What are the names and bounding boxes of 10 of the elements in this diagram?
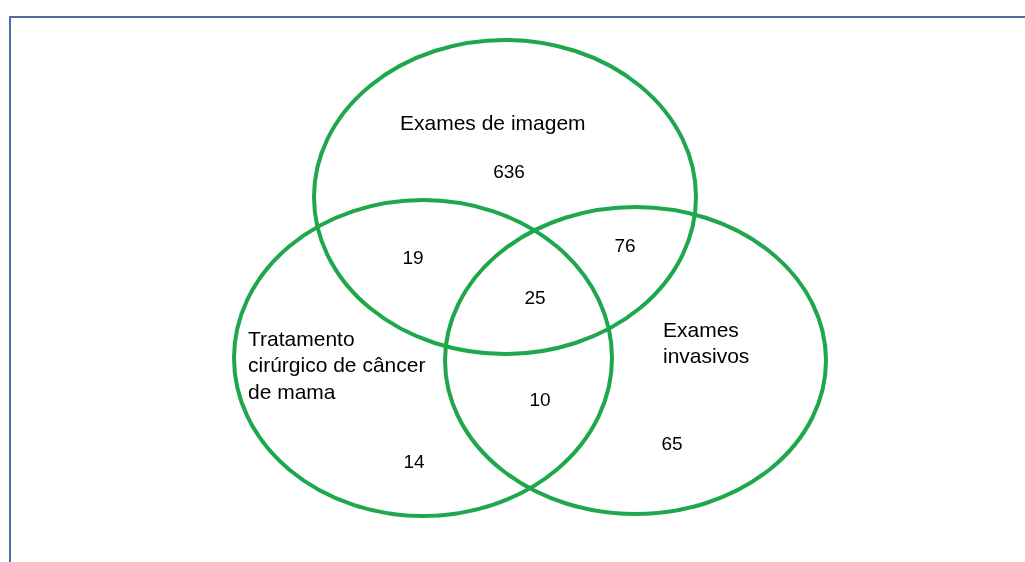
count-label: 65 bbox=[661, 431, 683, 456]
set-label: Tratamento cirúrgico de câncer de mama bbox=[248, 326, 427, 405]
count-label: 14 bbox=[403, 449, 425, 474]
count-label: 19 bbox=[402, 245, 424, 270]
count-label: 76 bbox=[614, 233, 636, 258]
count-label: 636 bbox=[493, 159, 525, 184]
count-label: 25 bbox=[524, 285, 546, 310]
count-label: 10 bbox=[529, 387, 551, 412]
set-label: Exames de imagem bbox=[400, 110, 587, 136]
set-label: Exames invasivos bbox=[663, 317, 751, 370]
